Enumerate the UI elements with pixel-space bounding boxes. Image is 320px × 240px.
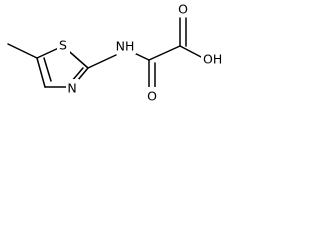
ring-nitrogen-atom-label: N bbox=[67, 81, 76, 96]
bond-c2-nh bbox=[87, 54, 117, 69]
structure-canvas: S N NH O O OH bbox=[0, 0, 262, 122]
carbonyl-oxygen-atom-label: O bbox=[147, 89, 157, 104]
acid-oxygen-atom-label: O bbox=[178, 2, 188, 17]
molecule-diagram: S N NH O O OH bbox=[7, 1, 225, 104]
hydroxyl-atom-label: OH bbox=[203, 52, 222, 67]
ring-double-bond-c4-c5 bbox=[43, 57, 52, 82]
amide-nh-atom-label: NH bbox=[116, 39, 135, 54]
bond-carboxyl-oh bbox=[179, 45, 204, 59]
sulfur-atom-label: S bbox=[59, 38, 67, 53]
ring-bond-c4-c5 bbox=[36, 57, 46, 88]
bond-carbonyl-carboxyl bbox=[148, 45, 181, 61]
methyl-bond bbox=[7, 43, 38, 59]
